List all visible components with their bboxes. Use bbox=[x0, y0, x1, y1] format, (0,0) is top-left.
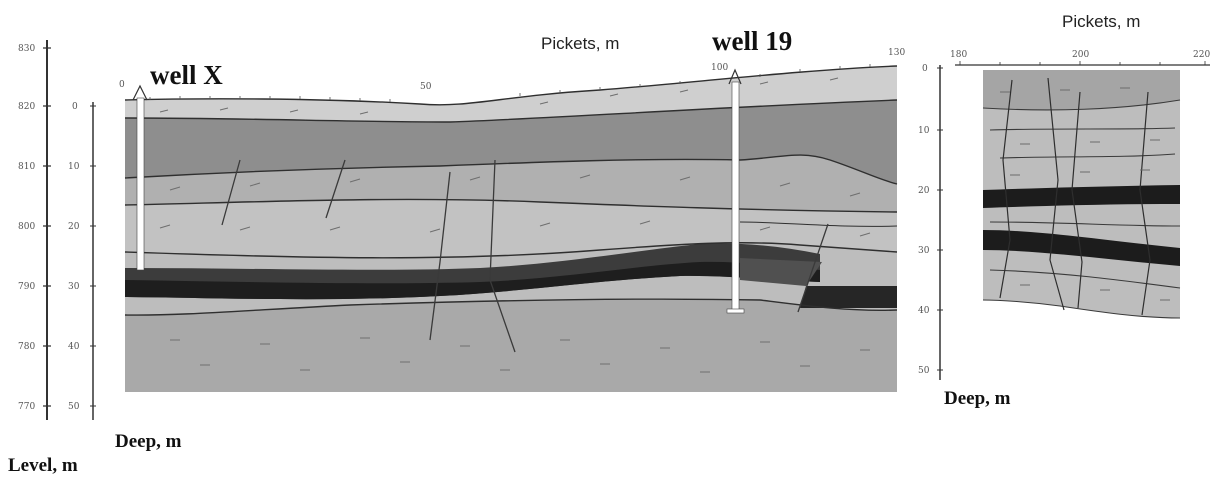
picket-tick-0: 0 bbox=[119, 80, 125, 90]
level-tick-820: 820 bbox=[18, 102, 35, 112]
level-tick-800: 800 bbox=[18, 222, 35, 232]
picket-tick-100: 100 bbox=[711, 63, 728, 73]
right-deep-tick-40: 40 bbox=[918, 306, 930, 316]
well-x-shaft bbox=[137, 98, 144, 270]
level-tick-780: 780 bbox=[18, 342, 35, 352]
level-axis-title: Level, m bbox=[8, 455, 78, 476]
level-tick-810: 810 bbox=[18, 162, 35, 172]
right-deep-tick-0: 0 bbox=[922, 64, 928, 74]
deep-tick-50: 50 bbox=[68, 402, 80, 412]
coal-seam-faulted bbox=[800, 286, 897, 308]
level-tick-770: 770 bbox=[18, 402, 35, 412]
right-section: Pickets, m 180 200 220 bbox=[918, 12, 1210, 409]
deep-axis-title: Deep, m bbox=[115, 431, 182, 452]
picket-tick-130: 130 bbox=[888, 48, 905, 58]
right-deep-tick-20: 20 bbox=[918, 186, 930, 196]
pickets-label: Pickets, m bbox=[541, 34, 619, 53]
right-pickets-label: Pickets, m bbox=[1062, 12, 1140, 31]
deep-tick-0: 0 bbox=[72, 102, 78, 112]
right-deep-tick-30: 30 bbox=[918, 246, 930, 256]
right-picket-tick-200: 200 bbox=[1072, 50, 1089, 60]
deep-tick-30: 30 bbox=[68, 282, 80, 292]
picket-tick-50: 50 bbox=[420, 82, 432, 92]
well-19-shaft bbox=[732, 82, 739, 310]
deep-tick-20: 20 bbox=[68, 222, 80, 232]
main-section: well X well 19 Pickets, m 0 50 100 130 8… bbox=[8, 26, 905, 476]
deep-tick-10: 10 bbox=[68, 162, 80, 172]
base-layer bbox=[125, 300, 897, 392]
right-picket-tick-180: 180 bbox=[950, 50, 967, 60]
right-picket-tick-220: 220 bbox=[1193, 50, 1210, 60]
right-deep-axis-title: Deep, m bbox=[944, 388, 1011, 409]
well-x-label: well X bbox=[150, 60, 223, 90]
level-tick-790: 790 bbox=[18, 282, 35, 292]
right-deep-tick-50: 50 bbox=[918, 366, 930, 376]
well-19-label: well 19 bbox=[712, 26, 792, 56]
level-tick-830: 830 bbox=[18, 44, 35, 54]
right-deep-tick-10: 10 bbox=[918, 126, 930, 136]
deep-tick-40: 40 bbox=[68, 342, 80, 352]
